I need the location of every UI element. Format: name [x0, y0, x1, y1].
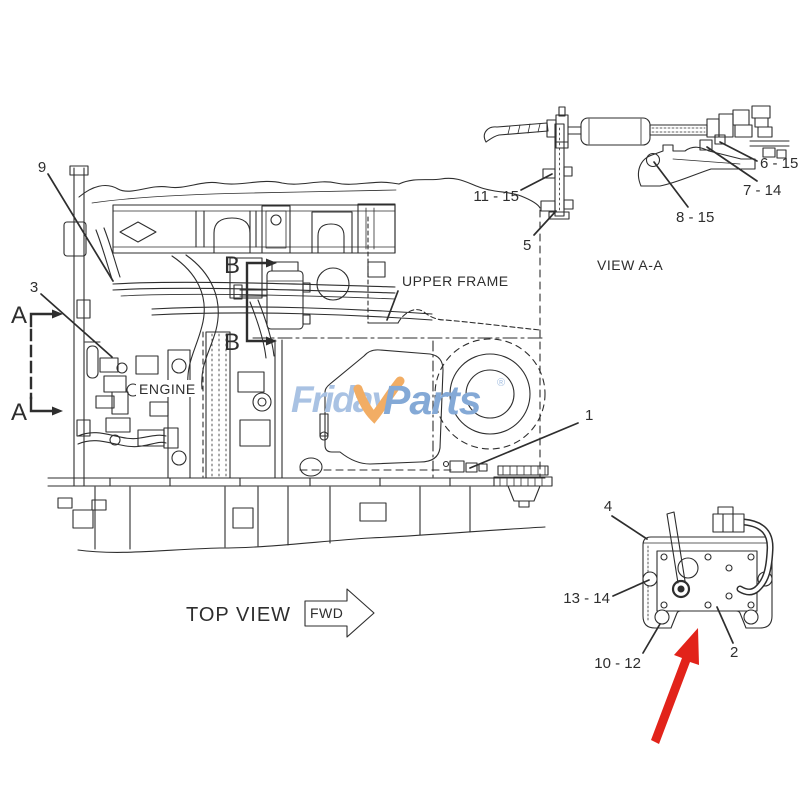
callout-7-14-label: 7 - 14 [743, 182, 781, 199]
bracket-detail-view: 4 13 - 14 10 - 12 2 [563, 498, 774, 672]
fwd-label: FWD [310, 605, 343, 621]
mounting-bolt-heads [660, 553, 755, 609]
engine-label-backdrop [136, 380, 192, 397]
machine-top-view-drawing [47, 165, 553, 553]
section-a-marker: A A [11, 302, 63, 426]
callout-6-15-leader [719, 141, 758, 162]
callout-11-15-leader [520, 173, 553, 191]
callout-1-leader [469, 422, 579, 469]
section-b-bottom-label: B [224, 329, 240, 356]
callout-9-leader [47, 173, 114, 282]
watermark-brand-second: Parts [383, 377, 481, 423]
engine-label: ENGINE [139, 381, 196, 397]
callout-1-label: 1 [585, 407, 593, 424]
fwd-direction-arrow: FWD [304, 588, 375, 638]
registered-trademark-icon: ® [497, 377, 505, 389]
section-b-top-label: B [224, 252, 240, 279]
highlight-arrow-icon [651, 628, 699, 744]
section-b-marker: B B [224, 252, 277, 356]
callout-7-14-leader [706, 146, 758, 182]
main-view-annotations: A A B B 9 3 1 ENGINE UPPER FRAME TOP VIE… [11, 159, 593, 638]
callout-10-12-leader [642, 623, 661, 654]
callout-2-leader [716, 606, 734, 644]
callout-13-14-label: 13 - 14 [563, 590, 610, 607]
top-view-caption: TOP VIEW [186, 604, 291, 626]
callout-4-leader [611, 515, 648, 540]
callout-3-leader [40, 293, 113, 358]
watermark-swoosh-icon [353, 376, 405, 424]
callout-2-label: 2 [730, 644, 738, 661]
callout-8-15-leader [653, 161, 689, 208]
callout-8-15-label: 8 - 15 [676, 209, 714, 226]
callout-4-label: 4 [604, 498, 612, 515]
callout-10-12-label: 10 - 12 [594, 655, 641, 672]
callout-5-leader [533, 210, 557, 236]
section-a-top-label: A [11, 302, 27, 329]
upper-frame-leader [386, 290, 399, 321]
view-aa-assembly: 11 - 15 5 8 - 15 7 - 14 6 - 15 VIEW A-A [473, 105, 798, 273]
connector-and-lever [666, 506, 745, 599]
upper-frame-label: UPPER FRAME [402, 273, 509, 289]
watermark-logo: Friday Parts ® [291, 376, 505, 424]
callout-11-15-label: 11 - 15 [473, 188, 519, 205]
callout-5-label: 5 [523, 237, 531, 254]
callout-3-label: 3 [30, 279, 38, 296]
callout-6-15-label: 6 - 15 [760, 155, 798, 172]
view-aa-caption: VIEW A-A [597, 257, 663, 273]
callout-9-label: 9 [38, 159, 46, 176]
section-a-bottom-label: A [11, 399, 27, 426]
callout-13-14-leader [612, 579, 650, 597]
